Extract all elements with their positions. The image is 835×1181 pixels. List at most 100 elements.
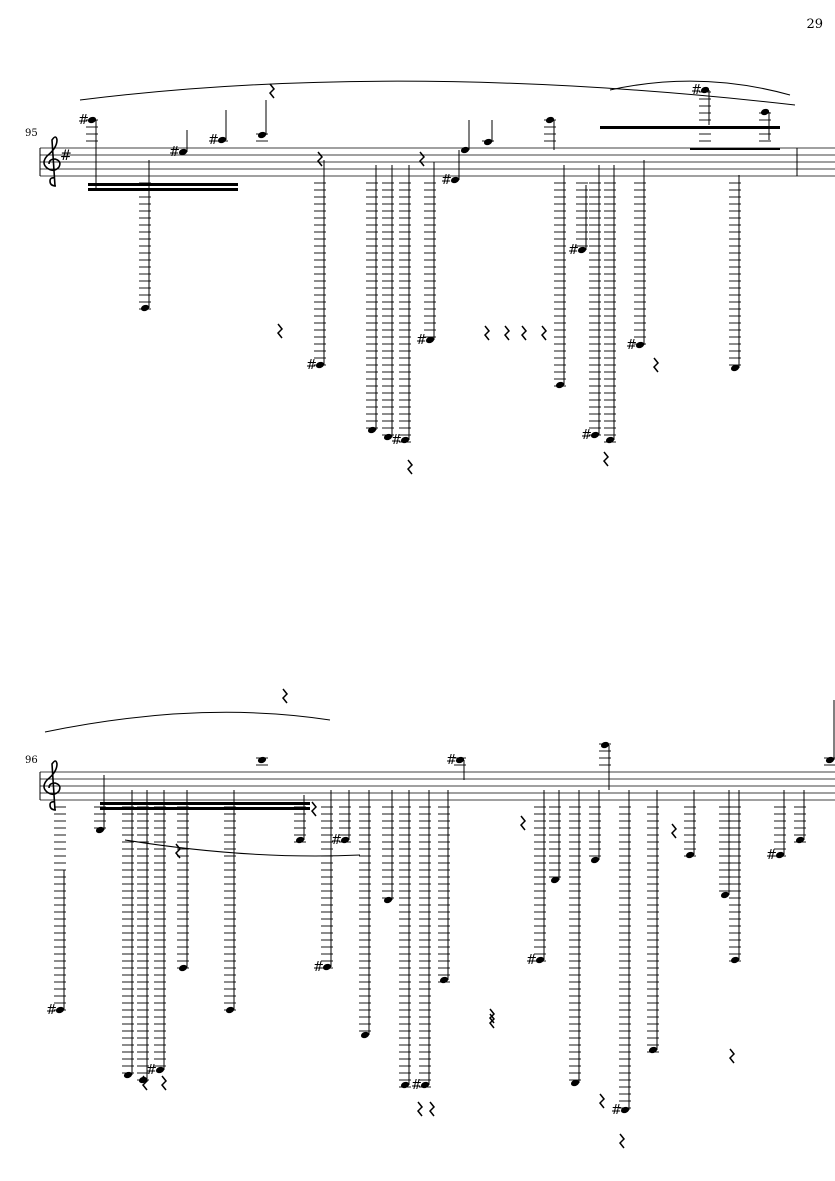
- note-head: [648, 1046, 658, 1054]
- rest-icon: [652, 357, 660, 373]
- sharp-icon: #: [411, 1078, 422, 1093]
- sharp-icon: #: [581, 428, 592, 443]
- sharp-icon: #: [391, 433, 402, 448]
- rest-icon: [602, 451, 610, 467]
- note-head: [178, 148, 188, 156]
- sharp-icon: #: [691, 83, 702, 98]
- sharp-icon: #: [208, 133, 219, 148]
- beam: [690, 148, 780, 150]
- note-head: [685, 851, 695, 859]
- note-head: [825, 756, 835, 764]
- sharp-icon: #: [313, 960, 324, 975]
- sharp-icon: #: [331, 833, 342, 848]
- note-head: [450, 176, 460, 184]
- rest-icon: [418, 151, 426, 167]
- note-head: [439, 976, 449, 984]
- note-head: [178, 964, 188, 972]
- sharp-icon: #: [441, 173, 452, 188]
- note-head: [383, 433, 393, 441]
- rest-icon: [416, 1101, 424, 1117]
- slur: [79, 80, 796, 106]
- note-head: [400, 436, 410, 444]
- note-head: [620, 1106, 630, 1114]
- rest-icon: [488, 1013, 496, 1029]
- note-head: [760, 108, 770, 116]
- rest-icon: [160, 1075, 168, 1091]
- slur: [124, 839, 361, 857]
- note-head: [257, 756, 267, 764]
- note-head: [322, 963, 332, 971]
- note-head: [590, 431, 600, 439]
- note-head: [155, 1066, 165, 1074]
- sharp-icon: #: [526, 953, 537, 968]
- note-head: [700, 86, 710, 94]
- note-head: [570, 1079, 580, 1087]
- rest-icon: [670, 823, 678, 839]
- note-head: [600, 741, 610, 749]
- note-head: [425, 336, 435, 344]
- sharp-icon: #: [60, 148, 72, 164]
- note-head: [315, 361, 325, 369]
- note-head: [257, 131, 267, 139]
- rest-icon: [316, 151, 324, 167]
- sharp-icon: #: [446, 753, 457, 768]
- rest-icon: [618, 1133, 626, 1149]
- sharp-icon: #: [568, 243, 579, 258]
- beam: [100, 802, 310, 805]
- note-head: [460, 146, 470, 154]
- note-head: [340, 836, 350, 844]
- note-head: [140, 304, 150, 312]
- note-head: [590, 856, 600, 864]
- note-head: [577, 246, 587, 254]
- note-head: [123, 1071, 133, 1079]
- note-head: [535, 956, 545, 964]
- note-head: [455, 756, 465, 764]
- treble-clef-icon: [43, 136, 61, 187]
- rest-icon: [519, 815, 527, 831]
- sharp-icon: #: [626, 338, 637, 353]
- measure-number-95: 95: [25, 128, 38, 139]
- note-head: [367, 426, 377, 434]
- note-head: [383, 896, 393, 904]
- note-head: [605, 436, 615, 444]
- note-head: [55, 1006, 65, 1014]
- rest-icon: [503, 325, 511, 341]
- sharp-icon: #: [169, 145, 180, 160]
- rest-icon: [310, 801, 318, 817]
- note-head: [730, 956, 740, 964]
- rest-icon: [540, 325, 548, 341]
- beam: [600, 126, 780, 129]
- sharp-icon: #: [46, 1003, 57, 1018]
- sharp-icon: #: [766, 848, 777, 863]
- sharp-icon: #: [146, 1063, 157, 1078]
- rest-icon: [268, 83, 276, 99]
- beam: [100, 807, 310, 810]
- sharp-icon: #: [78, 113, 89, 128]
- note-head: [775, 851, 785, 859]
- measure-number-96: 96: [25, 755, 38, 766]
- note-head: [95, 826, 105, 834]
- note-head: [555, 381, 565, 389]
- rest-icon: [406, 459, 414, 475]
- beam: [88, 188, 238, 191]
- slur: [609, 80, 791, 96]
- note-head: [550, 876, 560, 884]
- rest-icon: [520, 325, 528, 341]
- note-head: [225, 1006, 235, 1014]
- rest-icon: [598, 1093, 606, 1109]
- page-number: 29: [806, 17, 823, 32]
- note-head: [360, 1031, 370, 1039]
- sharp-icon: #: [416, 333, 427, 348]
- note-head: [795, 836, 805, 844]
- rest-icon: [281, 688, 289, 704]
- note-head: [295, 836, 305, 844]
- note-head: [635, 341, 645, 349]
- rest-icon: [728, 1048, 736, 1064]
- sharp-icon: #: [611, 1103, 622, 1118]
- note-head: [400, 1081, 410, 1089]
- slur: [44, 711, 331, 733]
- treble-clef-icon: [43, 760, 61, 811]
- sharp-icon: #: [306, 358, 317, 373]
- beam: [88, 183, 238, 186]
